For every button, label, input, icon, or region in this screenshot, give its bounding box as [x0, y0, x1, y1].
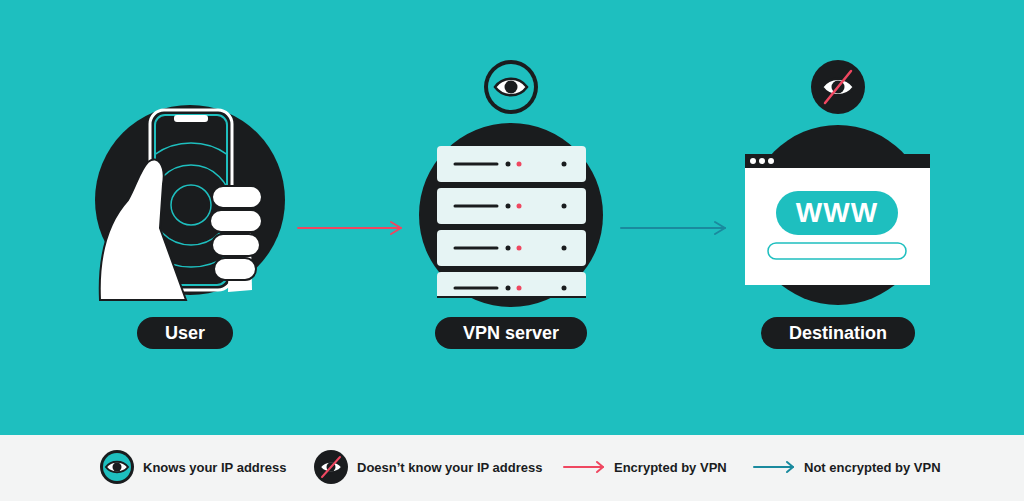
user-illustration	[95, 105, 285, 300]
legend-sample	[752, 459, 796, 475]
diagram-node: User	[92, 100, 297, 360]
legend-text: Doesn’t know your IP address	[357, 460, 542, 475]
legend-band	[0, 435, 1024, 501]
legend-text: Not encrypted by VPN	[804, 460, 941, 475]
legend-sample	[562, 459, 606, 475]
legend-item: Encrypted by VPN	[562, 449, 727, 485]
flow-arrow	[621, 227, 725, 229]
url-label: WWW	[796, 197, 878, 229]
legend-sample	[313, 449, 349, 485]
flow-arrow	[298, 227, 401, 229]
browser-illustration	[745, 125, 930, 305]
label-holder: WWW	[796, 197, 878, 229]
node-label: Destination	[761, 317, 915, 349]
legend-item: Knows your IP address	[99, 449, 287, 485]
legend-item: Doesn’t know your IP address	[313, 449, 542, 485]
node-label: User	[137, 317, 233, 349]
legend-text: Knows your IP address	[143, 460, 287, 475]
legend-sample	[99, 449, 135, 485]
server-illustration	[419, 123, 603, 307]
legend-text: Encrypted by VPN	[614, 460, 727, 475]
diagram-node: VPN server	[402, 60, 620, 360]
node-label: VPN server	[435, 317, 587, 349]
eye-icon	[484, 60, 538, 114]
legend-item: Not encrypted by VPN	[752, 449, 941, 485]
crossed-eye-icon	[811, 60, 865, 114]
